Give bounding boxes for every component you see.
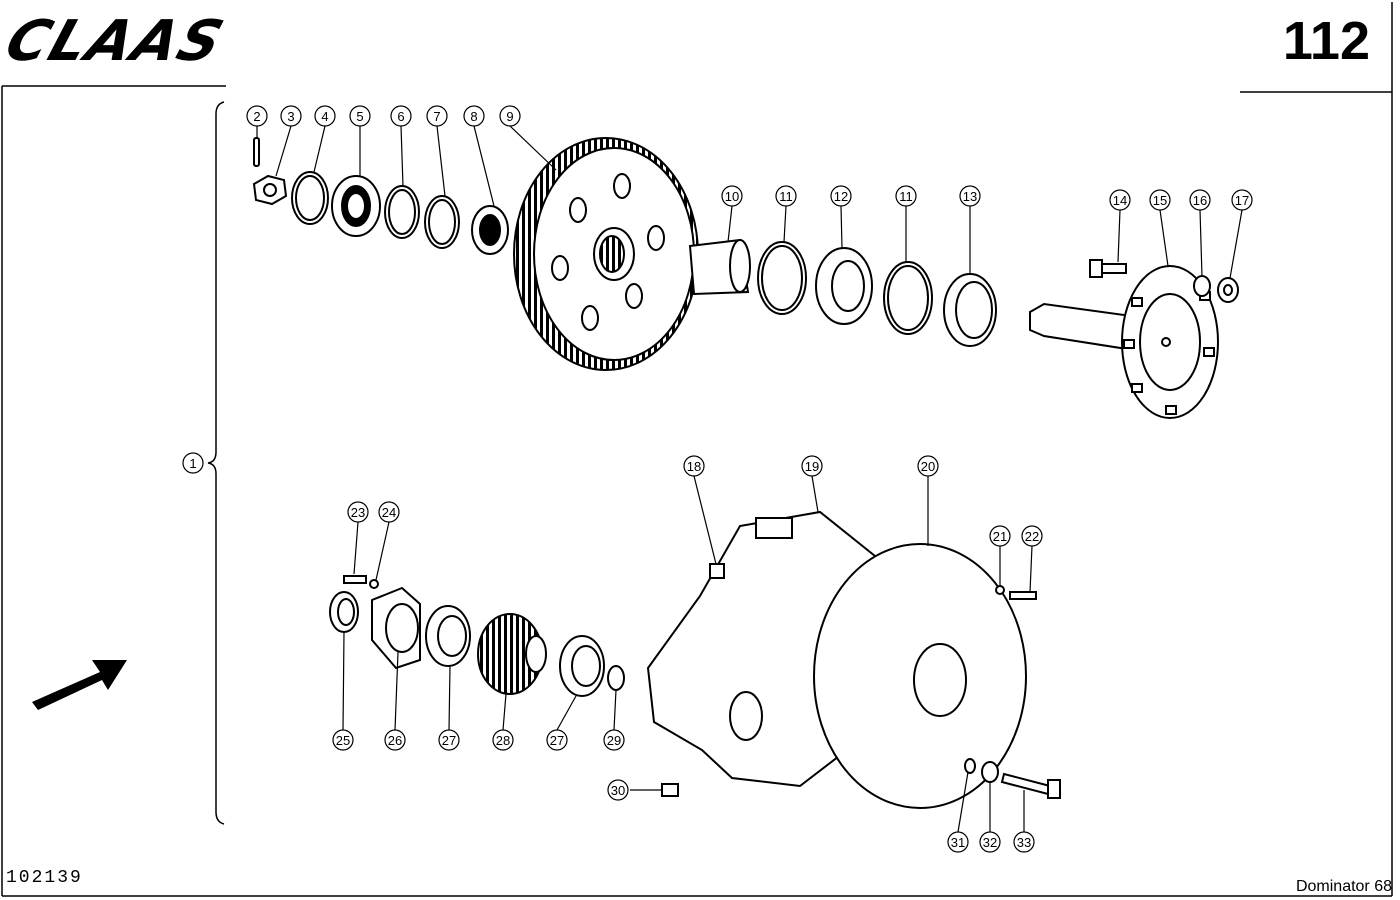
machine-model: Dominator 68 <box>1295 878 1392 895</box>
svg-text:20: 20 <box>921 459 935 474</box>
svg-text:3: 3 <box>287 109 294 124</box>
svg-text:12: 12 <box>834 189 848 204</box>
callout-33: 33 <box>1013 831 1035 853</box>
callout-27-first: 27 <box>438 729 460 751</box>
callout-21: 21 <box>989 525 1011 547</box>
callout-29: 29 <box>603 729 625 751</box>
svg-text:21: 21 <box>993 529 1007 544</box>
svg-text:26: 26 <box>388 733 402 748</box>
lower-assembly-parts <box>329 510 1061 809</box>
svg-text:4: 4 <box>321 109 328 124</box>
svg-text:11: 11 <box>899 189 913 204</box>
callout-24: 24 <box>378 501 400 523</box>
svg-text:27: 27 <box>550 733 564 748</box>
callout-11-first: 11 <box>775 185 797 207</box>
svg-text:31: 31 <box>951 835 965 850</box>
direction-arrow-icon <box>32 660 127 710</box>
svg-text:29: 29 <box>607 733 621 748</box>
document-number: 102139 <box>6 868 83 888</box>
callout-15: 15 <box>1149 189 1171 211</box>
svg-text:10: 10 <box>725 189 739 204</box>
callout-9: 9 <box>499 105 521 127</box>
svg-text:30: 30 <box>611 783 625 798</box>
svg-text:17: 17 <box>1235 193 1249 208</box>
callout-25: 25 <box>332 729 354 751</box>
callout-23: 23 <box>347 501 369 523</box>
svg-text:9: 9 <box>506 109 513 124</box>
svg-text:7: 7 <box>433 109 440 124</box>
svg-text:23: 23 <box>351 505 365 520</box>
callout-30: 30 <box>607 779 629 801</box>
callout-2: 2 <box>246 105 268 127</box>
callout-4: 4 <box>314 105 336 127</box>
svg-text:27: 27 <box>442 733 456 748</box>
callout-1: 1 <box>182 452 204 474</box>
callout-10: 10 <box>721 185 743 207</box>
svg-text:22: 22 <box>1025 529 1039 544</box>
callout-22: 22 <box>1021 525 1043 547</box>
callout-14: 14 <box>1109 189 1131 211</box>
page-number: 112 <box>1282 11 1370 71</box>
svg-text:18: 18 <box>687 459 701 474</box>
callout-12: 12 <box>830 185 852 207</box>
callout-13: 13 <box>959 185 981 207</box>
callout-3: 3 <box>280 105 302 127</box>
svg-text:25: 25 <box>336 733 350 748</box>
callout-7: 7 <box>426 105 448 127</box>
callout-5: 5 <box>349 105 371 127</box>
leader-lines <box>256 125 1243 833</box>
callout-16: 16 <box>1189 189 1211 211</box>
callout-19: 19 <box>801 455 823 477</box>
svg-text:2: 2 <box>253 109 260 124</box>
svg-text:13: 13 <box>963 189 977 204</box>
assembly-bracket <box>207 101 225 825</box>
callout-17: 17 <box>1231 189 1253 211</box>
callout-27-second: 27 <box>546 729 568 751</box>
callout-labels: 1 2 3 4 5 6 7 8 9 10 11 12 11 13 14 15 1… <box>182 105 1253 853</box>
callout-6: 6 <box>390 105 412 127</box>
callout-31: 31 <box>947 831 969 853</box>
svg-text:24: 24 <box>382 505 396 520</box>
svg-text:15: 15 <box>1153 193 1167 208</box>
callout-32: 32 <box>979 831 1001 853</box>
callout-11-second: 11 <box>895 185 917 207</box>
svg-text:19: 19 <box>805 459 819 474</box>
svg-text:5: 5 <box>356 109 363 124</box>
svg-text:14: 14 <box>1113 193 1127 208</box>
svg-text:6: 6 <box>397 109 404 124</box>
svg-text:28: 28 <box>496 733 510 748</box>
svg-text:8: 8 <box>470 109 477 124</box>
svg-text:11: 11 <box>779 189 793 204</box>
callout-20: 20 <box>917 455 939 477</box>
callout-28: 28 <box>492 729 514 751</box>
svg-text:1: 1 <box>189 456 196 471</box>
upper-assembly-parts <box>252 137 1239 419</box>
callout-26: 26 <box>384 729 406 751</box>
svg-text:32: 32 <box>983 835 997 850</box>
svg-text:33: 33 <box>1017 835 1031 850</box>
callout-18: 18 <box>683 455 705 477</box>
svg-text:16: 16 <box>1193 193 1207 208</box>
callout-8: 8 <box>463 105 485 127</box>
